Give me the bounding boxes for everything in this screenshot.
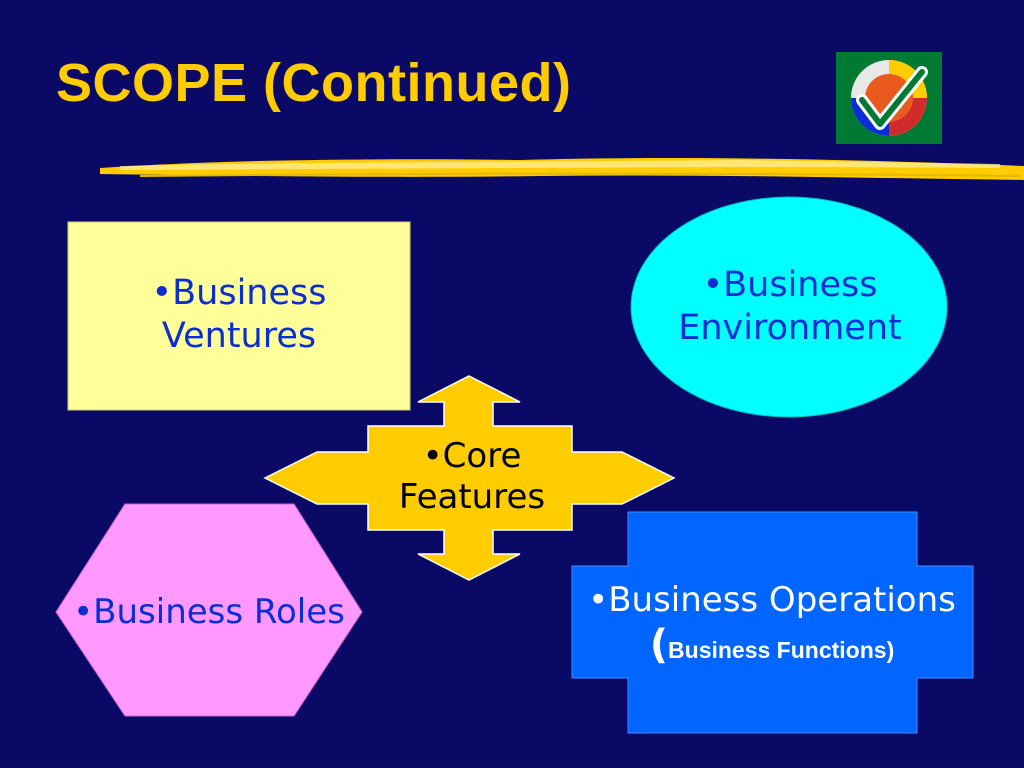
title-underline-stroke	[100, 158, 1024, 180]
business-functions-line: (Business Functions)	[570, 621, 974, 670]
business-environment-line1: •Business	[702, 265, 878, 305]
business-ventures-line1: •Business	[151, 273, 327, 313]
core-features-line2: Features	[398, 477, 546, 518]
core-features-four-way-arrow	[263, 375, 676, 581]
core-features-label: •Core Features	[372, 436, 572, 519]
business-environment-label: •Business Environment	[634, 264, 946, 349]
business-ventures-label: •Business Ventures	[70, 272, 408, 357]
business-ventures-line2: Ventures	[161, 315, 317, 356]
business-environment-line2: Environment	[678, 307, 902, 348]
business-operations-label: •Business Operations (Business Functions…	[570, 580, 974, 670]
business-roles-hexagon	[55, 503, 363, 717]
business-roles-label: •Business Roles	[56, 592, 362, 633]
business-roles-line1: •Business Roles	[73, 592, 345, 632]
business-operations-line1: •Business Operations	[588, 580, 956, 620]
business-functions-text: Business Functions)	[668, 637, 895, 664]
slide-title: SCOPE (Continued)	[56, 53, 572, 113]
business-functions-paren: (	[649, 622, 669, 669]
proudly-south-african-logo	[836, 52, 942, 144]
core-features-line1: •Core	[422, 436, 522, 476]
business-ventures-box	[67, 221, 411, 411]
business-environment-ellipse	[630, 196, 948, 418]
business-operations-cross	[571, 511, 974, 734]
